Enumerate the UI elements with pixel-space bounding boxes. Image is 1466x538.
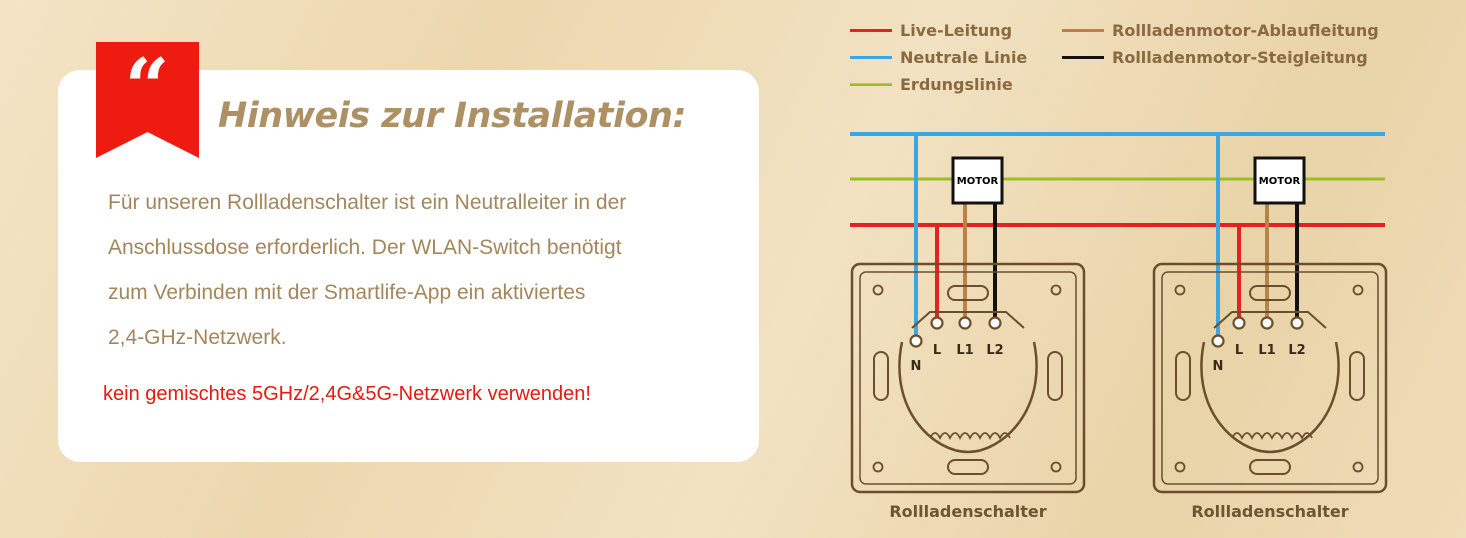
terminal-label: L [933,343,941,358]
left-slot [1175,351,1191,401]
mounting-screw-hole [1050,284,1062,296]
motor-box [951,156,1004,205]
left-slot [873,351,889,401]
terminal-label: L2 [1288,343,1305,358]
legend-earth-label: Erdungslinie [900,74,1013,94]
svg-text:“: “ [125,42,170,133]
switch-plate-outer [1152,262,1388,494]
legend-motor-up-label: Rollladenmotor-Steigleitung [1112,47,1368,67]
terminal-screw [930,316,944,330]
terminal-screw [1260,316,1274,330]
legend-neutral-label: Neutrale Linie [900,47,1028,67]
legend-motor-down-label: Rollladenmotor-Ablaufleitung [1112,20,1379,40]
terminal-screw [1290,316,1304,330]
right-slot [1047,351,1063,401]
terminal-block [1213,311,1327,329]
terminal-screw [958,316,972,330]
mounting-screw-hole [1352,284,1364,296]
ribbed-edge [1231,432,1313,441]
legend-earth: Erdungslinie [850,72,1013,96]
mounting-screw-hole [1174,284,1186,296]
quote-badge-icon: “ [96,42,199,158]
terminal-block [911,311,1025,329]
mounting-screw-hole [872,461,884,473]
mounting-screw-hole [1174,461,1186,473]
terminal-label: L2 [986,343,1003,358]
terminal-label: L1 [1258,343,1275,358]
terminal-label: N [1213,359,1224,374]
mechanism-housing [898,341,1038,454]
mounting-screw-hole [872,284,884,296]
mounting-screw-hole [1050,461,1062,473]
terminal-screw [909,334,923,348]
terminal-label: L1 [956,343,973,358]
motor-box [1253,156,1306,205]
legend-neutral-swatch [850,55,892,59]
legend-live-label: Live-Leitung [900,20,1013,40]
top-slot [1249,285,1291,301]
ribbed-edge [929,432,1011,441]
legend-earth-swatch [850,82,892,86]
bottom-slot [947,459,989,475]
switch-plate-outer [850,262,1086,494]
terminal-screw [1211,334,1225,348]
switch-plate-inner [859,271,1077,485]
switch-caption: Rollladenschalter [1191,502,1348,521]
legend-motor-up: Rollladenmotor-Steigleitung [1062,45,1368,69]
mounting-screw-hole [1352,461,1364,473]
terminal-screw [1232,316,1246,330]
switch-caption: Rollladenschalter [889,502,1046,521]
legend-live-swatch [850,28,892,32]
bottom-slot [1249,459,1291,475]
legend-motor-down: Rollladenmotor-Ablaufleitung [1062,18,1379,42]
legend-live: Live-Leitung [850,18,1012,42]
terminal-screw [988,316,1002,330]
motor-label: MOTOR [1259,176,1301,187]
right-slot [1349,351,1365,401]
note-warning: kein gemischtes 5GHz/2,4G&5G-Netzwerk ve… [103,383,591,405]
note-title: Hinweis zur Installation: [218,96,686,136]
top-slot [947,285,989,301]
legend-motor-up-swatch [1062,55,1104,59]
note-body: Für unseren Rollladenschalter ist ein Ne… [108,191,627,349]
switch-plate-inner [1161,271,1379,485]
terminal-label: N [911,359,922,374]
motor-label: MOTOR [957,176,999,187]
legend-motor-down-swatch [1062,28,1104,32]
mechanism-housing [1200,341,1340,454]
legend-neutral: Neutrale Linie [850,45,1027,69]
terminal-label: L [1235,343,1243,358]
